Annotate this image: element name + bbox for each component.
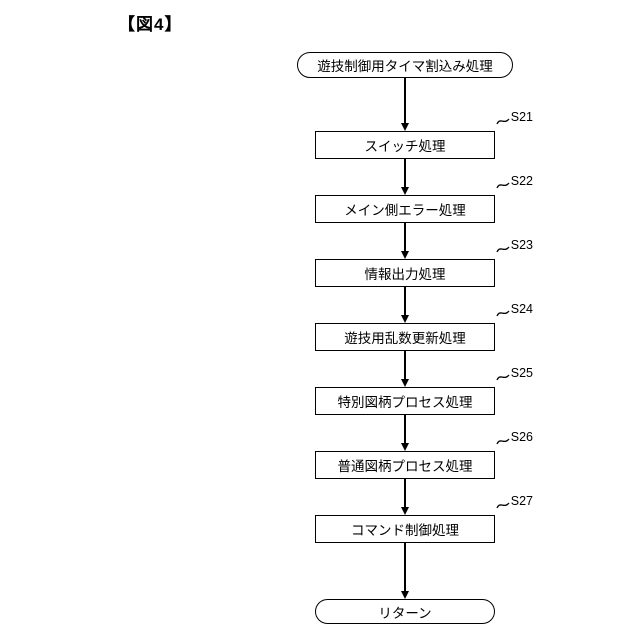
step-reference: S24 xyxy=(496,301,533,317)
process-box-label: メイン側エラー処理 xyxy=(344,203,466,218)
arrow-shaft xyxy=(404,415,406,443)
arrowhead-icon xyxy=(401,379,409,387)
process-box: コマンド制御処理 xyxy=(315,515,495,543)
step-reference: S27 xyxy=(496,493,533,509)
start-terminal-label: 遊技制御用タイマ割込み処理 xyxy=(317,59,493,74)
flow-arrow xyxy=(401,159,409,195)
process-box-label: 特別図柄プロセス処理 xyxy=(337,395,473,410)
step-reference-label: S21 xyxy=(510,109,533,124)
step-reference-label: S23 xyxy=(510,237,533,252)
arrow-shaft xyxy=(404,223,406,251)
step-reference: S21 xyxy=(496,109,533,125)
process-box: 特別図柄プロセス処理 xyxy=(315,387,495,415)
flow-arrow xyxy=(401,223,409,259)
leader-squiggle-icon xyxy=(496,246,510,253)
arrow-shaft xyxy=(404,287,406,315)
figure-title: 【図4】 xyxy=(118,15,183,34)
step-reference: S22 xyxy=(496,173,533,189)
step-reference-label: S27 xyxy=(510,493,533,508)
step-reference: S23 xyxy=(496,237,533,253)
flow-step: S21 スイッチ処理 xyxy=(295,78,533,159)
flow-arrow xyxy=(401,543,409,599)
end-terminal: リターン xyxy=(315,599,495,624)
flow-step: S27 コマンド制御処理 xyxy=(295,479,533,543)
arrowhead-icon xyxy=(401,123,409,131)
step-reference-label: S26 xyxy=(510,429,533,444)
leader-squiggle-icon xyxy=(496,438,510,445)
process-box: 遊技用乱数更新処理 xyxy=(315,323,495,351)
arrowhead-icon xyxy=(401,591,409,599)
arrowhead-icon xyxy=(401,251,409,259)
arrow-shaft xyxy=(404,543,406,591)
leader-squiggle-icon xyxy=(496,374,510,381)
process-box-label: 普通図柄プロセス処理 xyxy=(337,459,473,474)
leader-squiggle-icon xyxy=(496,182,510,189)
process-box: メイン側エラー処理 xyxy=(315,195,495,223)
flow-arrow xyxy=(401,415,409,451)
end-terminal-label: リターン xyxy=(378,605,432,621)
arrow-shaft xyxy=(404,78,406,123)
step-reference: S26 xyxy=(496,429,533,445)
flow-step: S23 情報出力処理 xyxy=(295,223,533,287)
flow-step: S22 メイン側エラー処理 xyxy=(295,159,533,223)
arrowhead-icon xyxy=(401,507,409,515)
flow-arrow xyxy=(401,351,409,387)
process-box-label: 遊技用乱数更新処理 xyxy=(344,331,466,346)
arrow-shaft xyxy=(404,351,406,379)
process-box: 情報出力処理 xyxy=(315,259,495,287)
flowchart-column: 遊技制御用タイマ割込み処理 S21 スイッチ処理 S2 xyxy=(295,52,533,624)
flow-step: S26 普通図柄プロセス処理 xyxy=(295,415,533,479)
step-reference-label: S24 xyxy=(510,301,533,316)
arrow-shaft xyxy=(404,479,406,507)
process-box-label: コマンド制御処理 xyxy=(351,523,459,538)
step-reference: S25 xyxy=(496,365,533,381)
process-box: スイッチ処理 xyxy=(315,131,495,159)
flow-arrow xyxy=(401,78,409,131)
arrowhead-icon xyxy=(401,443,409,451)
flow-arrow xyxy=(401,479,409,515)
arrow-shaft xyxy=(404,159,406,187)
arrowhead-icon xyxy=(401,187,409,195)
flow-step: S24 遊技用乱数更新処理 xyxy=(295,287,533,351)
step-reference-label: S22 xyxy=(510,173,533,188)
step-reference-label: S25 xyxy=(510,365,533,380)
leader-squiggle-icon xyxy=(496,310,510,317)
process-box: 普通図柄プロセス処理 xyxy=(315,451,495,479)
leader-squiggle-icon xyxy=(496,502,510,509)
leader-squiggle-icon xyxy=(496,118,510,125)
flow-step: S25 特別図柄プロセス処理 xyxy=(295,351,533,415)
flow-arrow xyxy=(401,287,409,323)
start-terminal: 遊技制御用タイマ割込み処理 xyxy=(297,52,513,78)
arrowhead-icon xyxy=(401,315,409,323)
process-box-label: スイッチ処理 xyxy=(364,139,446,154)
process-box-label: 情報出力処理 xyxy=(364,267,446,282)
